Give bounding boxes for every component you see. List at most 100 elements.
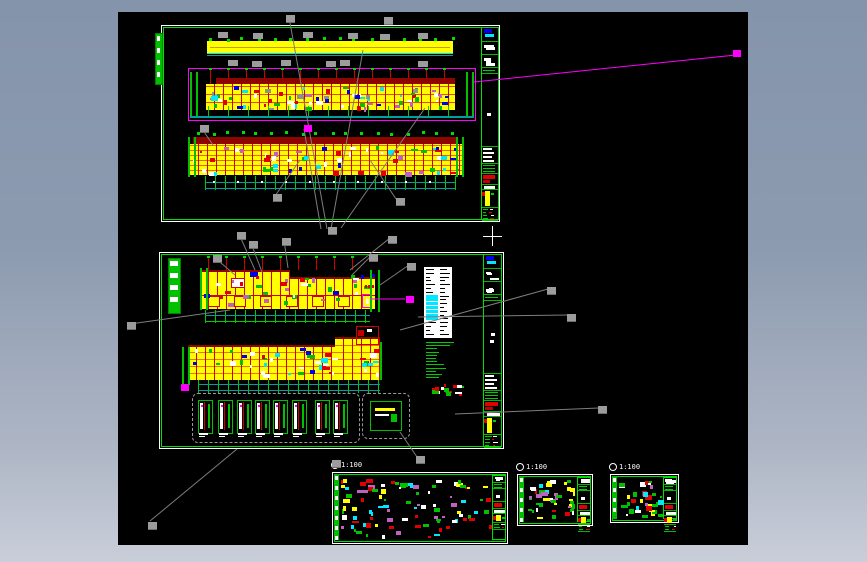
plant-sprig xyxy=(274,38,278,42)
annotation-marker[interactable] xyxy=(547,287,556,295)
legend-swatch xyxy=(157,60,160,65)
sheet-details-1-titleblock-cell-greens xyxy=(493,483,505,489)
annotation-marker[interactable] xyxy=(273,194,282,202)
column-edge xyxy=(208,404,210,428)
facade-detail xyxy=(367,102,374,106)
detail-glyph xyxy=(421,504,426,509)
facade-detail xyxy=(342,86,350,90)
column-rebar xyxy=(239,403,242,429)
notes-text xyxy=(426,351,439,353)
dim-tick xyxy=(305,310,306,323)
facade-detail xyxy=(437,171,440,175)
facade-detail xyxy=(263,167,267,172)
titleblock-mark xyxy=(485,34,494,37)
facade-detail xyxy=(286,159,292,162)
sheet-details-1-titleblock-cell-ybar xyxy=(493,514,505,523)
detail-glyph xyxy=(416,504,420,507)
annotation-marker[interactable] xyxy=(388,236,397,244)
plan-detail xyxy=(232,280,235,284)
annotation-marker[interactable] xyxy=(328,227,337,235)
annotation-marker[interactable] xyxy=(396,198,405,206)
detail-glyph xyxy=(401,517,408,521)
facade-detail xyxy=(290,104,296,109)
table-text xyxy=(426,333,434,335)
end-cap xyxy=(456,137,458,177)
detail-sheet-scale: 1:100 xyxy=(526,463,548,471)
facade-detail xyxy=(214,103,217,109)
dim-line xyxy=(200,295,375,296)
plan-detail xyxy=(320,366,326,370)
facade-detail xyxy=(336,150,341,156)
titleblock-mark xyxy=(485,375,495,377)
titleblock-mark xyxy=(490,277,499,280)
annotation-marker[interactable] xyxy=(598,406,607,414)
titleblock-mark xyxy=(487,113,491,116)
annotation-marker[interactable] xyxy=(213,255,222,263)
grid-line xyxy=(352,258,353,270)
plan-detail xyxy=(365,299,370,305)
plan-detail xyxy=(373,349,380,353)
annotation-marker[interactable] xyxy=(369,254,378,262)
annotation-marker[interactable] xyxy=(127,322,136,330)
annotation-marker[interactable] xyxy=(384,17,393,25)
magenta-marker[interactable] xyxy=(304,125,312,132)
annotation-marker[interactable] xyxy=(282,238,291,246)
titleblock-mark xyxy=(665,489,673,490)
facade-detail xyxy=(240,149,245,154)
titleblock-mark xyxy=(665,486,673,487)
detail-glyph xyxy=(395,481,399,486)
hatch-blob xyxy=(418,61,428,67)
detail-glyph xyxy=(649,484,654,490)
dim-dot xyxy=(213,181,215,183)
magenta-marker[interactable] xyxy=(733,50,741,57)
plant-sprig xyxy=(305,37,309,41)
annotation-marker[interactable] xyxy=(332,460,341,468)
legend-swatch xyxy=(613,488,616,492)
notes-text xyxy=(426,342,454,343)
magenta-marker[interactable] xyxy=(406,296,414,303)
facade-detail xyxy=(399,94,403,97)
plan-detail xyxy=(225,291,232,295)
facade-detail xyxy=(199,150,202,154)
annotation-marker[interactable] xyxy=(416,456,425,464)
plan-detail xyxy=(263,299,270,304)
annotation-marker[interactable] xyxy=(407,263,416,271)
annotation-marker[interactable] xyxy=(148,522,157,530)
legend-swatch xyxy=(170,273,178,278)
hatch-blob xyxy=(326,61,336,67)
detail-glyph xyxy=(482,485,489,488)
detail-left-bar xyxy=(612,476,617,519)
annotation-marker[interactable] xyxy=(237,232,246,240)
plan-detail xyxy=(263,357,267,360)
table-cyan-cell xyxy=(426,306,438,309)
annotation-marker[interactable] xyxy=(286,15,295,23)
magenta-marker[interactable] xyxy=(181,384,189,391)
legend-swatch xyxy=(170,285,178,290)
facade-detail xyxy=(214,93,218,97)
grid-line xyxy=(300,70,301,84)
grid-line xyxy=(298,258,299,270)
annotation-marker[interactable] xyxy=(249,241,258,249)
titleblock-mark xyxy=(673,519,676,521)
facade-detail xyxy=(270,166,273,172)
detail-glyph xyxy=(657,513,664,518)
plant-sprig xyxy=(208,37,212,41)
dim-tick xyxy=(415,176,416,190)
dim-tick xyxy=(325,176,326,190)
titleblock-mark xyxy=(485,379,497,381)
notes-text xyxy=(426,345,450,347)
titleblock-mark xyxy=(491,193,494,195)
grid-line xyxy=(228,70,229,84)
titleblock-mid-sheet-cell-blob xyxy=(484,282,501,295)
magenta-leader-line xyxy=(473,54,737,83)
plan2-red-callout xyxy=(356,326,379,345)
sheet-details-1-titleblock-cell-reds xyxy=(493,502,505,509)
end-cap xyxy=(378,270,380,312)
detail-glyph xyxy=(552,514,556,519)
annotation-marker[interactable] xyxy=(567,314,576,322)
detail-glyph xyxy=(569,500,574,506)
plan-detail xyxy=(242,294,250,300)
annotation-marker[interactable] xyxy=(200,125,209,133)
plant-sprig xyxy=(433,37,437,41)
